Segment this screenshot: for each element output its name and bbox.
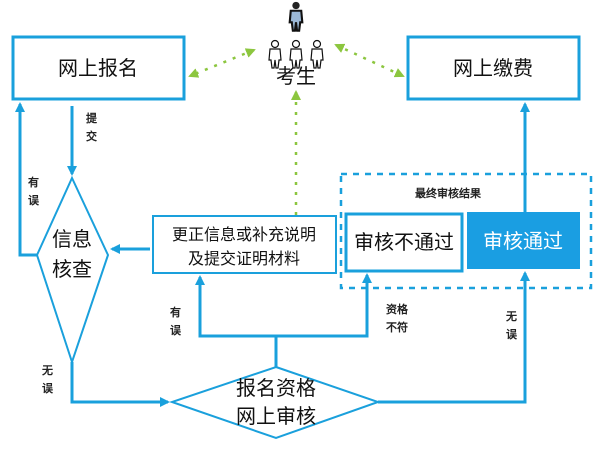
payment-box[interactable]: 网上缴费	[406, 35, 581, 101]
ok-label: 无	[41, 364, 53, 377]
candidate-icon	[268, 1, 324, 69]
info-check-label: 信息	[52, 227, 92, 251]
review-diamond[interactable]: 报名资格 网上审核	[168, 365, 382, 440]
correct-label: 及提交证明材料	[188, 249, 300, 268]
register-box[interactable]: 网上报名	[11, 35, 186, 101]
review-to-correct-arrow	[195, 275, 278, 367]
info-check-label: 核查	[52, 257, 92, 281]
mismatch-label: 资格	[386, 302, 409, 316]
review-to-fail-arrow	[276, 273, 372, 338]
info-check-diamond[interactable]: 信息 核查	[35, 175, 110, 366]
submit-label: 提	[86, 111, 98, 125]
fail-label: 审核不通过	[354, 230, 454, 254]
error-loop-arrow	[15, 102, 38, 257]
error-label: 误	[170, 323, 182, 337]
mismatch-label: 不符	[386, 320, 408, 334]
error-label: 有	[28, 175, 39, 189]
register-label: 网上报名	[58, 56, 138, 80]
review-label: 网上审核	[236, 404, 316, 428]
pass-label: 审核通过	[483, 229, 563, 253]
error-label: 误	[28, 193, 40, 207]
correct-box[interactable]: 更正信息或补充说明 及提交证明材料	[152, 215, 337, 274]
pass-box[interactable]: 审核通过	[467, 212, 580, 269]
review-label: 报名资格	[236, 376, 316, 400]
error-label: 有	[170, 305, 181, 319]
final-result-group	[339, 172, 593, 290]
ok-label: 无	[505, 310, 517, 323]
review-to-pass-arrow	[378, 271, 530, 404]
fail-box[interactable]: 审核不通过	[344, 212, 464, 273]
correct-label: 更正信息或补充说明	[172, 225, 316, 244]
candidate-label: 考生	[276, 64, 316, 88]
submit-label: 交	[86, 129, 97, 143]
ok-label: 误	[42, 381, 54, 395]
ok-label: 误	[506, 327, 518, 341]
final-result-label: 最终审核结果	[415, 186, 481, 200]
candidate-register-link	[188, 48, 256, 78]
check-to-review-arrow	[70, 362, 170, 407]
candidate-payment-link	[334, 43, 405, 78]
payment-label: 网上缴费	[453, 56, 533, 80]
